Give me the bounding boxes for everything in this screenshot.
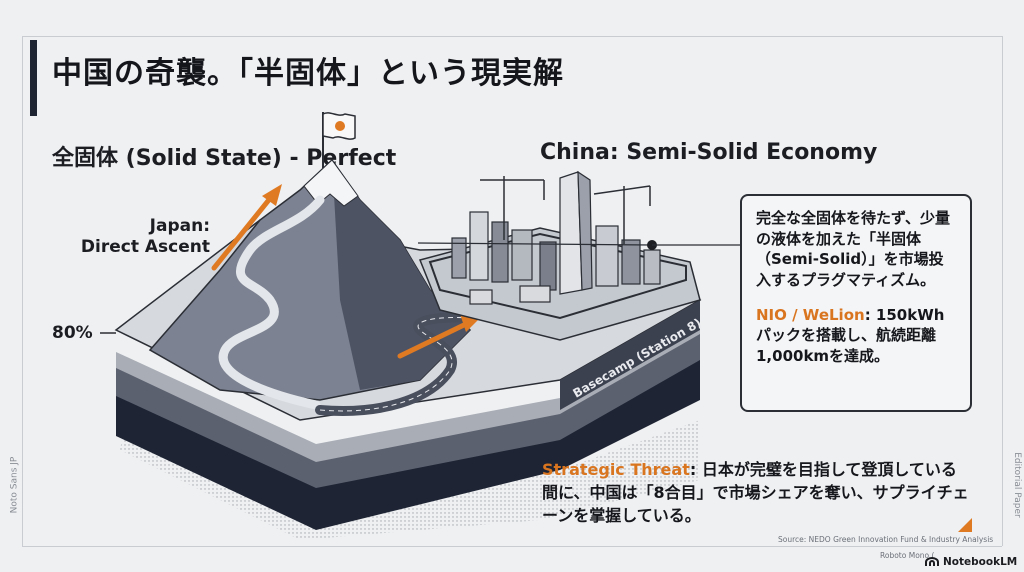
- city-buildings: [451, 170, 661, 305]
- notebooklm-brand: NotebookLM: [925, 554, 1017, 570]
- ground-layer-mid: [116, 330, 700, 488]
- mountain-road: [218, 195, 325, 410]
- threat-body: : 日本が完璧を目指して登頂している間に、中国は「8合目」で市場シェアを奪い、サ…: [542, 460, 969, 526]
- page-title: 中国の奇襲。「半固体」という現実解: [52, 56, 564, 91]
- japan-label-line2: Direct Ascent: [80, 237, 210, 258]
- notebooklm-icon: [925, 557, 939, 566]
- frame-bottom-line: [22, 546, 1002, 547]
- callout-text-2: NIO / WeLion: 150kWhパックを搭載し、航続距離1,000kmを…: [756, 305, 956, 367]
- road-centerline: [319, 317, 471, 412]
- corner-accent: [958, 518, 972, 532]
- callout-leader: [417, 242, 653, 246]
- source-note: Source: NEDO Green Innovation Fund & Ind…: [778, 535, 994, 544]
- callout-box: 完全な全固体を待たず、少量の液体を加えた「半固体（Semi-Solid）」を市場…: [740, 194, 972, 412]
- threat-lead: Strategic Threat: [542, 460, 690, 479]
- font-note: Roboto Mono (: [880, 551, 935, 560]
- side-note-left: Noto Sans JP: [9, 456, 20, 514]
- left-heading: 全固体 (Solid State) - Perfect: [52, 146, 397, 171]
- frame-right-line: [1002, 36, 1003, 546]
- ground-layer-stripe: [116, 318, 700, 462]
- side-note-right: Editorial Paper: [1011, 452, 1022, 518]
- japan-label: Japan: Direct Ascent: [70, 216, 210, 259]
- callout-company: NIO / WeLion: [756, 305, 865, 324]
- basecamp-strip: [560, 300, 700, 410]
- japan-label-line1: Japan:: [149, 216, 210, 236]
- callout-company-detail: : 150kWhパックを搭載し、航続距離1,000kmを達成。: [756, 305, 945, 366]
- frame-left-line: [22, 36, 23, 546]
- level-label: 80%: [52, 323, 93, 343]
- right-heading: China: Semi-Solid Economy: [540, 140, 878, 165]
- flag-icon: [322, 112, 356, 140]
- arrow-icon: [211, 184, 282, 271]
- brand-label: NotebookLM: [943, 556, 1018, 568]
- title-accent-bar: [30, 40, 37, 116]
- city-wall: [428, 232, 687, 320]
- ground-layer-bottom: [116, 352, 700, 530]
- mountain-shadow: [332, 160, 470, 390]
- strategic-threat: Strategic Threat: 日本が完璧を目指して登頂している間に、中国は…: [542, 458, 972, 528]
- frame-top-line: [22, 36, 1002, 37]
- callout-text-1: 完全な全固体を待たず、少量の液体を加えた「半固体（Semi-Solid）」を市場…: [756, 209, 950, 290]
- construction-cranes: [480, 176, 651, 244]
